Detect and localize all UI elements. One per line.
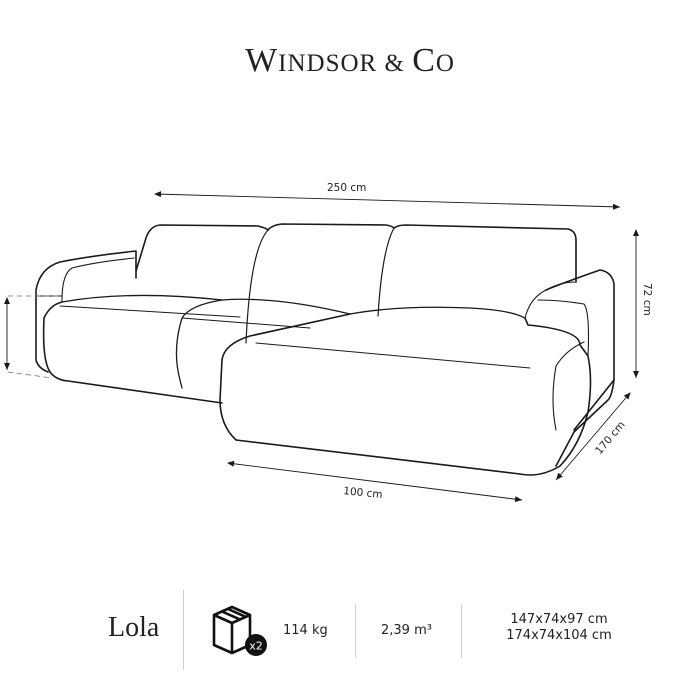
seat-cushion-left [42, 301, 181, 398]
back-cushion-left [135, 224, 269, 272]
separator [461, 604, 462, 658]
volume-value: 2,39 m³ [381, 623, 432, 638]
chaise-cushion [349, 306, 526, 319]
package-dim-2: 174x74x104 cm [506, 628, 612, 643]
chaise-width-label: 100 cm [343, 485, 383, 501]
chaise-width-dimension-line [227, 460, 523, 503]
brand-letter: W [245, 42, 279, 79]
brand-text: O [435, 50, 455, 77]
back-cushion-right [393, 224, 577, 283]
weight-value: 114 kg [283, 623, 328, 638]
width-dimension-line [154, 191, 621, 210]
height-label: 72 cm [641, 283, 653, 316]
width-label: 250 cm [327, 182, 366, 194]
depth-dimension-line [555, 392, 631, 481]
model-name: Lola [108, 612, 160, 643]
brand-letter: C [412, 42, 436, 79]
depth-label: 170 cm [593, 419, 628, 457]
brand-text: INDSOR [278, 50, 378, 77]
back-cushion-middle [267, 223, 395, 231]
left-arm [35, 250, 137, 373]
package-count-badge: x2 [249, 640, 263, 653]
brand-logo: WINDSOR & CO [0, 42, 700, 80]
brand-amp: & [377, 50, 413, 77]
box-icon: x2 [212, 605, 267, 656]
separator [183, 590, 184, 670]
separator [355, 604, 356, 658]
package-dim-1: 147x74x97 cm [510, 612, 608, 627]
package-dimensions: 147x74x97 cm 174x74x104 cm [494, 612, 624, 644]
